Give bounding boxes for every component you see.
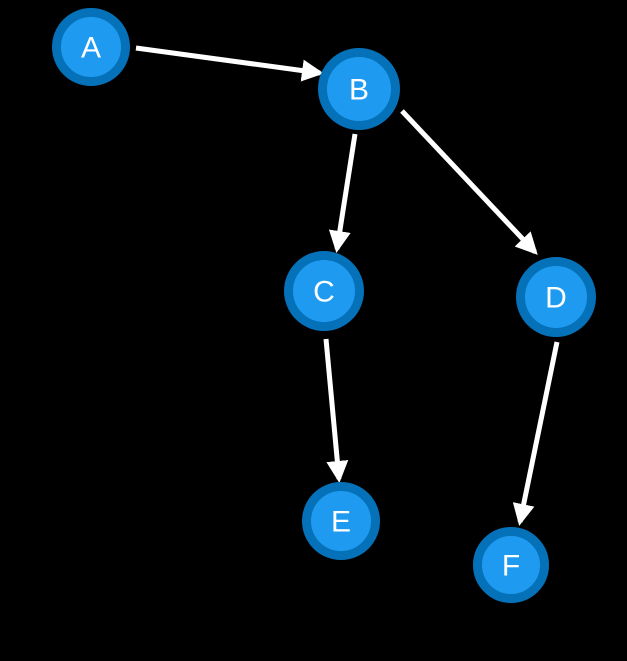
graph-node-c[interactable]: C — [284, 251, 364, 331]
graph-node-d[interactable]: D — [516, 257, 596, 337]
node-circle-b — [318, 48, 400, 130]
node-label-a: A — [81, 32, 101, 65]
graph-edge-c-e[interactable] — [323, 338, 349, 483]
graph-node-a[interactable]: A — [52, 8, 130, 86]
graph-edge-a-b[interactable] — [135, 45, 324, 82]
node-label-d: D — [545, 282, 567, 315]
node-circle-d — [516, 257, 596, 337]
node-circle-c — [284, 251, 364, 331]
edges-layer — [135, 45, 560, 526]
graph-node-f[interactable]: F — [473, 527, 549, 603]
nodes-layer: A B C D E F — [52, 8, 596, 603]
node-circle-f — [473, 527, 549, 603]
node-label-f: F — [502, 550, 520, 583]
graph-node-e[interactable]: E — [302, 482, 380, 560]
node-label-b: B — [349, 74, 369, 107]
graph-node-b[interactable]: B — [318, 48, 400, 130]
graph-edge-b-c[interactable] — [328, 133, 358, 253]
node-circle-e — [302, 482, 380, 560]
node-label-c: C — [313, 276, 335, 309]
node-label-e: E — [331, 506, 351, 539]
graph-edge-b-d[interactable] — [400, 109, 538, 255]
node-circle-a — [52, 8, 130, 86]
graph-edge-d-f[interactable] — [512, 341, 560, 526]
